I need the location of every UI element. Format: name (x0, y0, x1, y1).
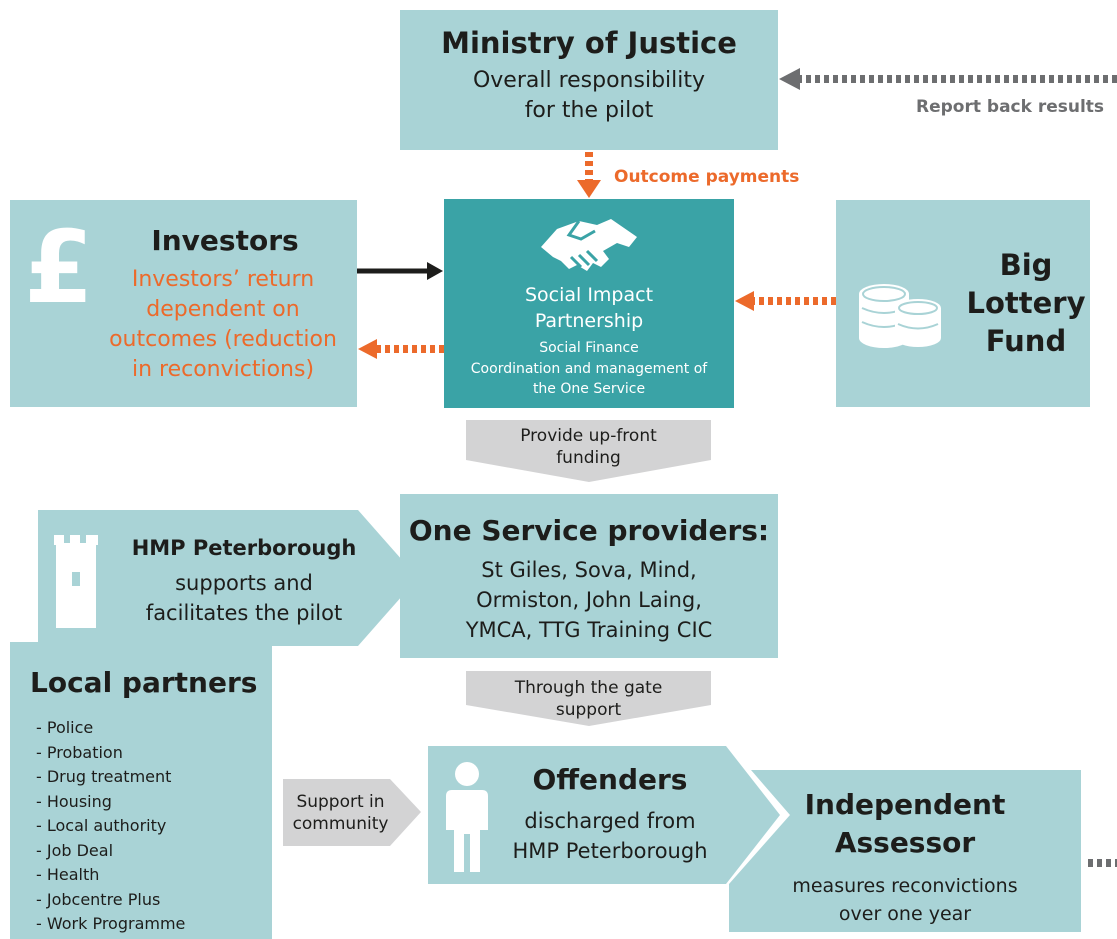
providers-line: YMCA, TTG Training CIC (465, 618, 713, 642)
investors-title: Investors (151, 224, 299, 257)
local-item: - Local authority (36, 816, 167, 835)
offenders-line2: HMP Peterborough (512, 839, 708, 863)
local-item: - Jobcentre Plus (36, 889, 161, 909)
sip-title1: Social Impact (524, 284, 654, 306)
providers-text: St Giles, Sova, Mind, Ormiston, John Lai… (400, 555, 778, 645)
gate-line2: support (555, 700, 622, 720)
hmp-line1: supports and (175, 571, 313, 595)
lottery-line: Fund (985, 324, 1067, 358)
local-item: - Police (36, 718, 94, 737)
sip-sub3: the One Service (532, 381, 646, 397)
local-item: - Drug treatment (36, 767, 172, 786)
local-item: - Health (36, 865, 100, 884)
ministry-of-justice-box: Ministry of Justice Overall responsibili… (400, 10, 778, 150)
hmp-line2: facilitates the pilot (145, 601, 343, 625)
assessor-line1: measures reconvictions (792, 875, 1018, 897)
outcome-payments-label: Outcome payments (614, 167, 800, 187)
offenders-text: discharged from HMP Peterborough (495, 806, 725, 866)
assessor-title: Independent Assessor (780, 786, 1030, 862)
offenders-title: Offenders (532, 763, 688, 796)
hmp-text: supports and facilitates the pilot (110, 568, 378, 628)
investors-box: £ Investors Investors’ return dependent … (10, 200, 357, 407)
providers-line: St Giles, Sova, Mind, (481, 558, 697, 582)
person-icon (446, 762, 488, 872)
sip-title2: Partnership (534, 310, 644, 332)
support-line1: Support in (296, 792, 385, 812)
sip-sub2: Coordination and management of (470, 361, 708, 377)
assessor-title2: Assessor (834, 826, 976, 859)
providers-line: Ormiston, John Laing, (476, 588, 702, 612)
coins-icon (859, 284, 941, 348)
big-lottery-fund-box: Big Lottery Fund (836, 200, 1090, 407)
assessor-text: measures reconvictions over one year (760, 872, 1050, 928)
lottery-line: Lottery (966, 286, 1086, 320)
local-list: - Police - Probation - Drug treatment - … (36, 716, 185, 937)
providers-title: One Service providers: (408, 514, 770, 547)
gate-line1: Through the gate (514, 678, 663, 698)
assessor-title1: Independent (804, 788, 1006, 821)
local-item: - Housing (36, 791, 112, 811)
local-item: - Probation (36, 742, 123, 762)
social-impact-partnership-box: Social Impact Partnership Social Finance… (444, 199, 734, 408)
investors-line: Investors’ return (131, 267, 315, 292)
ministry-line1: Overall responsibility (472, 68, 706, 93)
upfront-label: Provide up-front funding (466, 425, 711, 469)
hmp-title: HMP Peterborough (131, 536, 357, 560)
ministry-title: Ministry of Justice (441, 26, 737, 60)
report-back-label: Report back results (916, 97, 1105, 117)
upfront-line1: Provide up-front (520, 426, 657, 446)
local-item: - Work Programme (36, 914, 186, 933)
local-item: - Job Deal (36, 840, 114, 860)
investors-text: Investors’ return dependent on outcomes … (88, 265, 358, 385)
investors-line: outcomes (reduction (109, 327, 337, 352)
one-service-providers-box: One Service providers: St Giles, Sova, M… (400, 494, 778, 658)
assessor-line2: over one year (838, 903, 972, 925)
gate-label: Through the gate support (466, 677, 711, 721)
local-partners-box: Local partners - Police - Probation - Dr… (10, 642, 272, 939)
investors-line: in reconvictions) (131, 357, 315, 382)
sip-sub1: Social Finance (539, 340, 639, 356)
upfront-line2: funding (556, 448, 621, 468)
pound-icon: £ (24, 209, 94, 326)
offenders-line1: discharged from (524, 809, 696, 833)
local-title: Local partners (30, 666, 258, 699)
handshake-icon (541, 219, 637, 271)
lottery-line: Big (999, 248, 1053, 282)
support-community-label: Support in community (283, 791, 398, 835)
lottery-title: Big Lottery Fund (966, 246, 1086, 360)
support-line2: community (292, 814, 389, 834)
investors-line: dependent on (146, 297, 300, 322)
ministry-line2: for the pilot (524, 98, 654, 123)
